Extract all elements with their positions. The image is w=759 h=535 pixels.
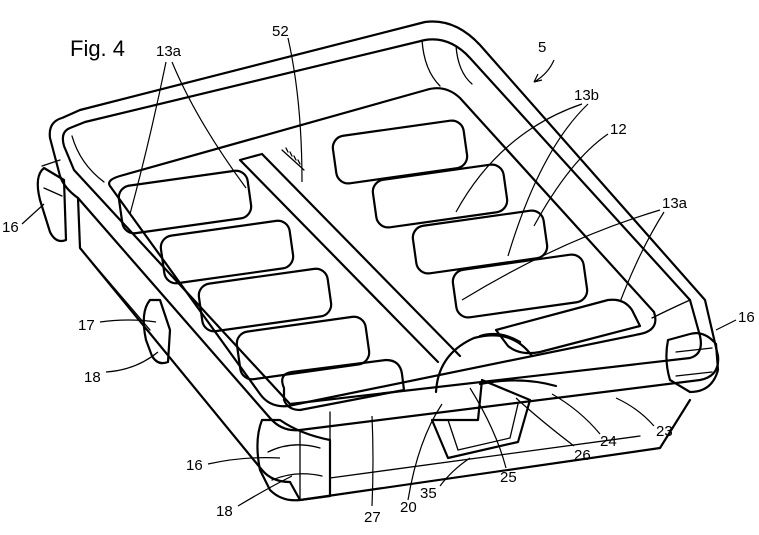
label-13b: 13b bbox=[574, 87, 599, 104]
leader-25 bbox=[469, 387, 507, 469]
leader-13b-b bbox=[507, 103, 589, 257]
pocket-right-5 bbox=[494, 298, 642, 355]
pocket-left-5 bbox=[281, 358, 406, 412]
label-13a-right: 13a bbox=[662, 195, 688, 212]
tray-inner-rim bbox=[61, 38, 702, 406]
figure-title: Fig. 4 bbox=[70, 36, 125, 61]
leader-13a-right-b bbox=[619, 211, 665, 303]
label-17: 17 bbox=[78, 317, 95, 334]
pocket-left-2 bbox=[159, 219, 295, 285]
circular-cutout bbox=[434, 334, 534, 394]
tray-outer-rim bbox=[48, 20, 720, 432]
label-5: 5 bbox=[538, 39, 546, 56]
pocket-right-4 bbox=[451, 253, 589, 319]
leader-13a-top-2 bbox=[171, 61, 247, 189]
leader-13a-right-a bbox=[461, 209, 661, 301]
leader-16-left bbox=[21, 203, 45, 225]
left-corner-detail bbox=[41, 159, 63, 197]
leader-13b-a bbox=[455, 103, 583, 213]
label-26: 26 bbox=[574, 447, 591, 464]
label-20: 20 bbox=[400, 499, 417, 516]
leader-24 bbox=[551, 393, 601, 435]
leader-35 bbox=[439, 457, 471, 487]
label-23: 23 bbox=[656, 423, 673, 440]
pocket-left-3 bbox=[197, 267, 333, 333]
leader-5 bbox=[533, 59, 555, 83]
leader-27 bbox=[371, 415, 374, 507]
basin-outline bbox=[108, 87, 657, 408]
label-25: 25 bbox=[500, 469, 517, 486]
label-27: 27 bbox=[364, 509, 381, 526]
front-corner-block bbox=[256, 418, 332, 502]
central-divider bbox=[238, 152, 462, 364]
right-corner-block bbox=[665, 332, 720, 394]
label-13a-top: 13a bbox=[156, 43, 182, 60]
tray-bottom-edge bbox=[79, 247, 641, 479]
latch-tab-detail bbox=[447, 403, 519, 451]
leader-18-bottom bbox=[237, 475, 293, 507]
leader-12 bbox=[533, 133, 609, 227]
latch-tab bbox=[430, 378, 532, 460]
leader-16-bottom bbox=[207, 457, 281, 465]
label-52: 52 bbox=[272, 23, 289, 40]
label-16-right: 16 bbox=[738, 309, 755, 326]
label-12: 12 bbox=[610, 121, 627, 138]
leader-23 bbox=[615, 397, 655, 427]
pocket-right-1 bbox=[331, 119, 469, 185]
arrow-5 bbox=[533, 73, 543, 83]
pocket-left-4 bbox=[235, 315, 371, 381]
label-16-bottom: 16 bbox=[186, 457, 203, 474]
label-16-left: 16 bbox=[2, 219, 19, 236]
tray-front-wall bbox=[76, 196, 692, 502]
inner-corner-curve-right bbox=[651, 299, 691, 319]
label-35: 35 bbox=[420, 485, 437, 502]
leader-18-left bbox=[105, 351, 159, 373]
pocket-right-3 bbox=[411, 209, 549, 275]
leader-26 bbox=[515, 397, 575, 447]
inner-corner-curve-left bbox=[71, 135, 105, 183]
leader-52 bbox=[287, 37, 303, 183]
leader-16-right bbox=[715, 319, 737, 331]
divider-scale bbox=[281, 147, 305, 171]
front-corner-detail bbox=[267, 444, 323, 481]
leader-13a-top bbox=[129, 61, 167, 215]
inner-corner-curve-top bbox=[421, 39, 473, 87]
pocket-left-1 bbox=[117, 169, 253, 235]
tray-wall-line bbox=[299, 411, 331, 501]
label-24: 24 bbox=[600, 433, 617, 450]
cutout-inner-ring bbox=[478, 332, 522, 344]
pocket-right-2 bbox=[371, 163, 509, 229]
right-corner-detail bbox=[675, 347, 713, 377]
label-18-left: 18 bbox=[84, 369, 101, 386]
leader-17 bbox=[99, 319, 157, 323]
left-corner-block bbox=[36, 166, 68, 243]
cutout-arc-lower bbox=[478, 379, 558, 388]
label-18-bottom: 18 bbox=[216, 503, 233, 520]
leader-20 bbox=[407, 403, 443, 501]
